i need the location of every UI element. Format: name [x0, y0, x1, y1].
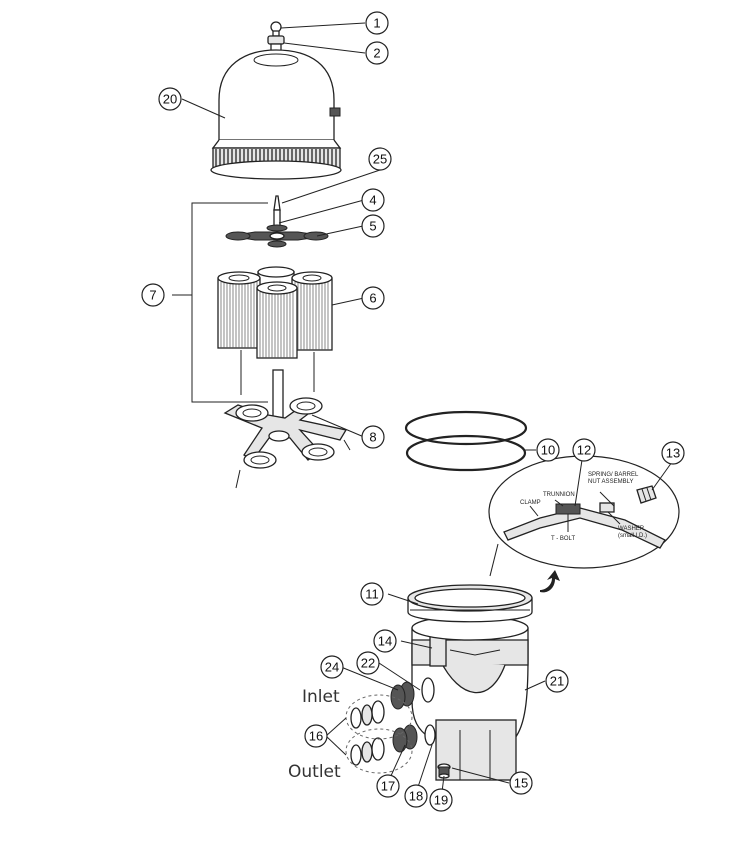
callout-number: 1 — [373, 16, 380, 31]
callout-8: 8 — [361, 425, 385, 449]
pressure-gauge — [270, 21, 282, 37]
filter-cartridges — [217, 266, 333, 359]
callout-number: 17 — [381, 779, 395, 794]
callout-12: 12 — [572, 438, 596, 462]
callout-number: 19 — [434, 793, 448, 808]
callout-number: 10 — [541, 443, 555, 458]
air-bleed-tube — [273, 195, 281, 231]
callout-22: 22 — [356, 651, 380, 675]
callout-11: 11 — [360, 582, 384, 606]
inset-label-spring-nut: SPRING/ BARREL — [588, 472, 639, 478]
callout-16: 16 — [304, 724, 328, 748]
inlet-dashed-group — [345, 694, 413, 740]
callout-number: 4 — [369, 193, 376, 208]
callout-10: 10 — [536, 438, 560, 462]
callout-25: 25 — [368, 147, 392, 171]
inset-pointer-arrow — [540, 570, 560, 593]
callout-number: 5 — [369, 219, 376, 234]
manifold — [225, 224, 329, 248]
callout-18: 18 — [404, 784, 428, 808]
inlet-fittings — [350, 677, 435, 729]
cartridge-right — [291, 271, 333, 351]
cartridge-left — [217, 271, 261, 349]
callout-1: 1 — [365, 11, 389, 35]
callout-number: 14 — [378, 634, 392, 649]
inset-label-washer: WASHER — [618, 526, 645, 532]
inset-label-spring-nut-2: NUT ASSEMBLY — [588, 479, 633, 485]
inset-label-washer-2: (small I.D.) — [618, 533, 647, 539]
tank-o-ring — [404, 410, 528, 472]
tank-lid — [210, 49, 342, 180]
inset-label-t-bolt: T - BOLT — [551, 536, 575, 542]
callout-number: 7 — [149, 288, 156, 303]
callout-number: 25 — [373, 152, 387, 167]
callout-number: 21 — [550, 674, 564, 689]
outlet-label: Outlet — [288, 762, 341, 782]
callout-7: 7 — [141, 283, 165, 307]
callout-2: 2 — [365, 41, 389, 65]
callout-19: 19 — [429, 788, 453, 812]
outlet-dashed-group — [345, 728, 413, 774]
leader-lines — [172, 22, 673, 793]
drain-plug — [437, 763, 451, 779]
callout-number: 15 — [514, 776, 528, 791]
callout-number: 18 — [409, 789, 423, 804]
inset-label-clamp: CLAMP — [520, 500, 541, 506]
callout-17: 17 — [376, 774, 400, 798]
callout-number: 16 — [309, 729, 323, 744]
callout-number: 6 — [369, 291, 376, 306]
callout-5: 5 — [361, 214, 385, 238]
outlet-fittings — [350, 724, 436, 766]
assembly-bracket — [191, 202, 268, 403]
callout-13: 13 — [661, 441, 685, 465]
callout-20: 20 — [158, 87, 182, 111]
callout-number: 22 — [361, 656, 375, 671]
callout-number: 24 — [325, 660, 339, 675]
inlet-label: Inlet — [302, 687, 340, 707]
spring-barrel-nut — [636, 485, 657, 504]
callout-number: 12 — [577, 443, 591, 458]
callout-15: 15 — [509, 771, 533, 795]
cartridge-front — [256, 281, 298, 359]
callout-24: 24 — [320, 655, 344, 679]
clamp-detail-inset: SPRING/ BARREL NUT ASSEMBLY TRUNNION CLA… — [488, 455, 680, 569]
callout-4: 4 — [361, 188, 385, 212]
inset-label-trunnion: TRUNNION — [543, 492, 575, 498]
callout-6: 6 — [361, 286, 385, 310]
clamp-ring — [407, 584, 533, 623]
callout-number: 11 — [365, 587, 379, 602]
callout-14: 14 — [373, 629, 397, 653]
callout-number: 20 — [163, 92, 177, 107]
callout-number: 8 — [369, 430, 376, 445]
callout-21: 21 — [545, 669, 569, 693]
callout-number: 2 — [373, 46, 380, 61]
bottom-manifold — [223, 369, 351, 489]
callout-number: 13 — [666, 446, 680, 461]
